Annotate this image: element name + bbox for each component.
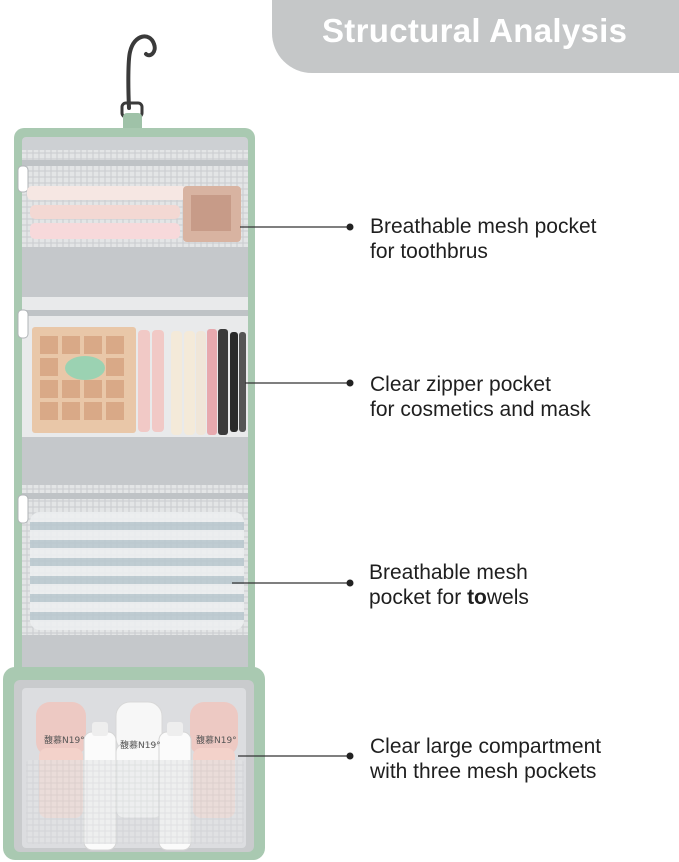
leader-dot-4 (346, 752, 354, 760)
bottom-mesh-pockets (26, 760, 244, 844)
zipper-pull-3 (17, 494, 29, 524)
leader-dot-3 (346, 579, 354, 587)
banner-title: Structural Analysis (322, 12, 628, 49)
callout-3-line-2-pre: pocket for (369, 586, 468, 609)
callout-3-line-1: Breathable mesh (369, 561, 528, 584)
callout-2-line-1: Clear zipper pocket (370, 373, 551, 396)
bottle-label-left: 馥慕N19° (44, 734, 85, 746)
zipper-pull-1 (17, 165, 29, 193)
callout-3-line-2-bold: to (467, 586, 487, 609)
callout-cosmetics-pocket: Clear zipper pocket for cosmetics and ma… (370, 372, 591, 422)
callout-3-line-2: pocket for towels (369, 585, 529, 610)
callout-dots (346, 223, 354, 760)
callout-toothbrush-pocket: Breathable mesh pocket for toothbrus (370, 214, 596, 264)
callout-1-line-2: for toothbrus (370, 240, 488, 263)
callout-3-line-2-post: wels (486, 586, 529, 609)
zipper-pull-2 (17, 309, 29, 339)
callout-leaders (232, 226, 350, 757)
leader-dot-1 (346, 223, 354, 231)
toothbrush-items (27, 186, 187, 200)
callout-towel-pocket: Breathable mesh pocket for towels (369, 560, 529, 610)
leader-dot-2 (346, 379, 354, 387)
lipstick-tubes (138, 330, 150, 432)
bottle-label-center: 馥慕N19° (120, 739, 161, 751)
callout-2-line-2: for cosmetics and mask (370, 398, 591, 421)
callout-large-compartment: Clear large compartment with three mesh … (370, 734, 601, 784)
pink-bottle-left (36, 702, 86, 756)
pink-bottle-right (190, 702, 238, 756)
bottle-label-right: 馥慕N19° (196, 734, 237, 746)
title-banner (272, 0, 679, 73)
hanger-hook (126, 34, 157, 110)
callout-1-line-1: Breathable mesh pocket (370, 215, 597, 238)
callout-4-line-1: Clear large compartment (370, 735, 602, 758)
folded-towel (30, 512, 244, 630)
callout-4-line-2: with three mesh pockets (370, 760, 597, 783)
